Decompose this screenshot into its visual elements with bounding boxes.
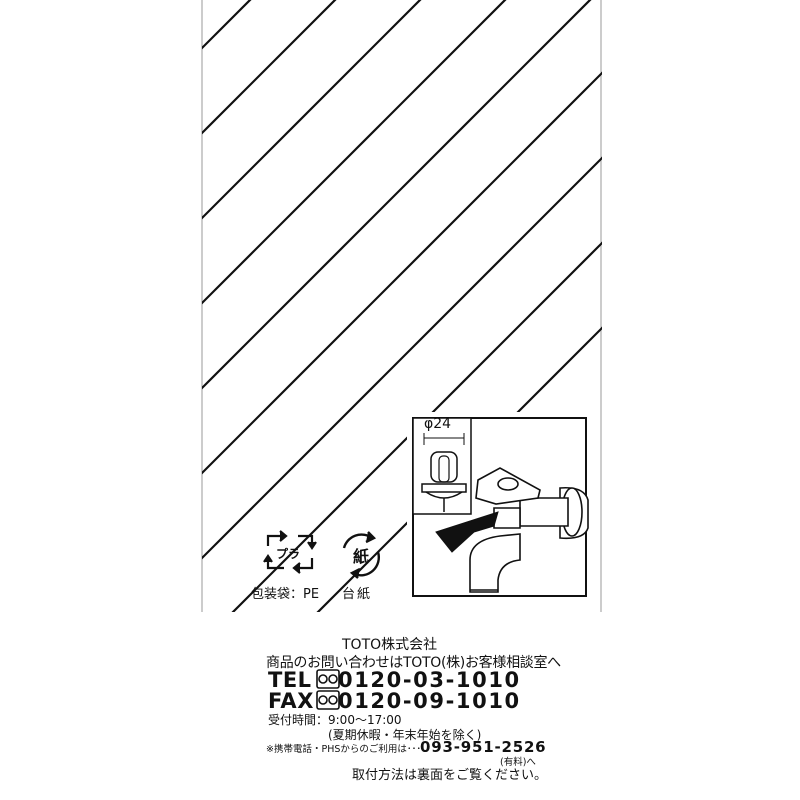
tel-label: TEL [268,668,312,692]
mobile-number[interactable]: 093-951-2526 [420,738,547,756]
cap-detail-drawing [412,417,472,515]
fax-number[interactable]: 0120-09-1010 [338,689,521,713]
diameter-label: φ24 [424,416,452,432]
inquiry-line: 商品のお問い合わせはTOTO(株)お客様相談室へ [266,655,561,671]
plastic-recycle-icon [263,530,317,574]
install-note: 取付方法は裏面をご覧ください。 [352,768,548,783]
pointer-arrow [435,511,499,553]
service-hours: 受付時間：9:00～17:00 [268,713,402,727]
paper-mark-text: 紙 [353,547,370,566]
freedial-icons [316,669,340,710]
paper-recycle-icon [342,531,380,579]
faucet-drawing [469,467,589,593]
holiday-note: (夏期休暇・年末年始を除く) [328,728,482,742]
mobile-note: ※携帯電話・PHSからのご利用は･･･ [266,744,422,755]
plastic-mark-text: プラ [276,547,301,561]
tel-number[interactable]: 0120-03-1010 [338,668,521,692]
company-name: TOTO株式会社 [342,637,438,653]
fax-row: FAX 0120-09-1010 [268,689,521,713]
pe-label: 包装袋：PE [251,587,320,602]
paper-label: 台紙 [342,587,373,602]
fax-label: FAX [268,689,314,713]
paid-note: (有料)へ [500,757,536,768]
tel-row: TEL 0120-03-1010 [268,668,521,692]
